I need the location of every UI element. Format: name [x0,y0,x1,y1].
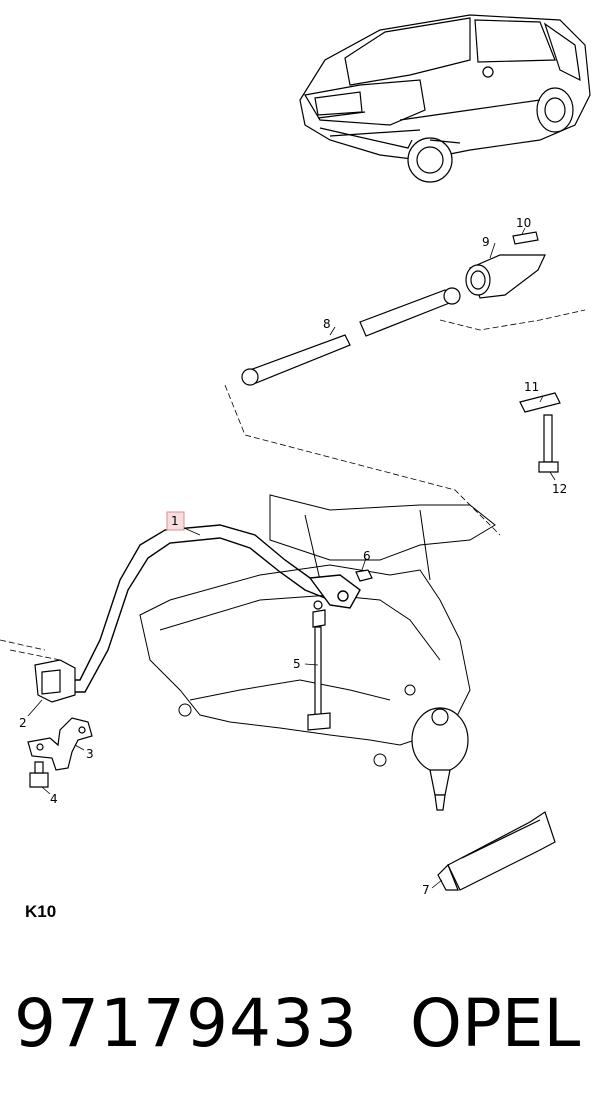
frame-outline [0,309,586,661]
bolt-part [519,392,561,473]
callout-10: 10 [516,216,531,230]
brand-name: OPEL [410,985,581,1062]
shaft-part [241,287,461,386]
part-number: 97179433 [14,985,358,1062]
callout-7: 7 [422,883,430,897]
callout-8: 8 [323,317,331,331]
callout-3: 3 [86,747,94,761]
clamp-part [27,717,93,771]
grease-tube [437,811,556,891]
callout-2: 2 [19,716,27,730]
callout-1-highlight [166,511,185,531]
parts-diagram: 1 2 3 4 5 6 7 8 9 10 11 12 [0,14,591,897]
callout-5: 5 [293,657,301,671]
bushing-part [34,659,76,703]
callout-11: 11 [524,380,539,394]
stabilizer-bar [60,524,361,693]
small-bolt-part [29,761,49,788]
callout-12: 12 [552,482,567,496]
ball-joint [411,707,469,811]
leader-lines [27,227,556,889]
link-part [307,600,331,731]
callout-1: 1 [171,514,179,528]
bracket-part [465,231,546,299]
nut-part [355,569,373,582]
callout-6: 6 [363,549,371,563]
vehicle-illustration [299,14,591,183]
callout-9: 9 [482,235,490,249]
callout-4: 4 [50,792,58,806]
section-code: K10 [25,902,57,921]
